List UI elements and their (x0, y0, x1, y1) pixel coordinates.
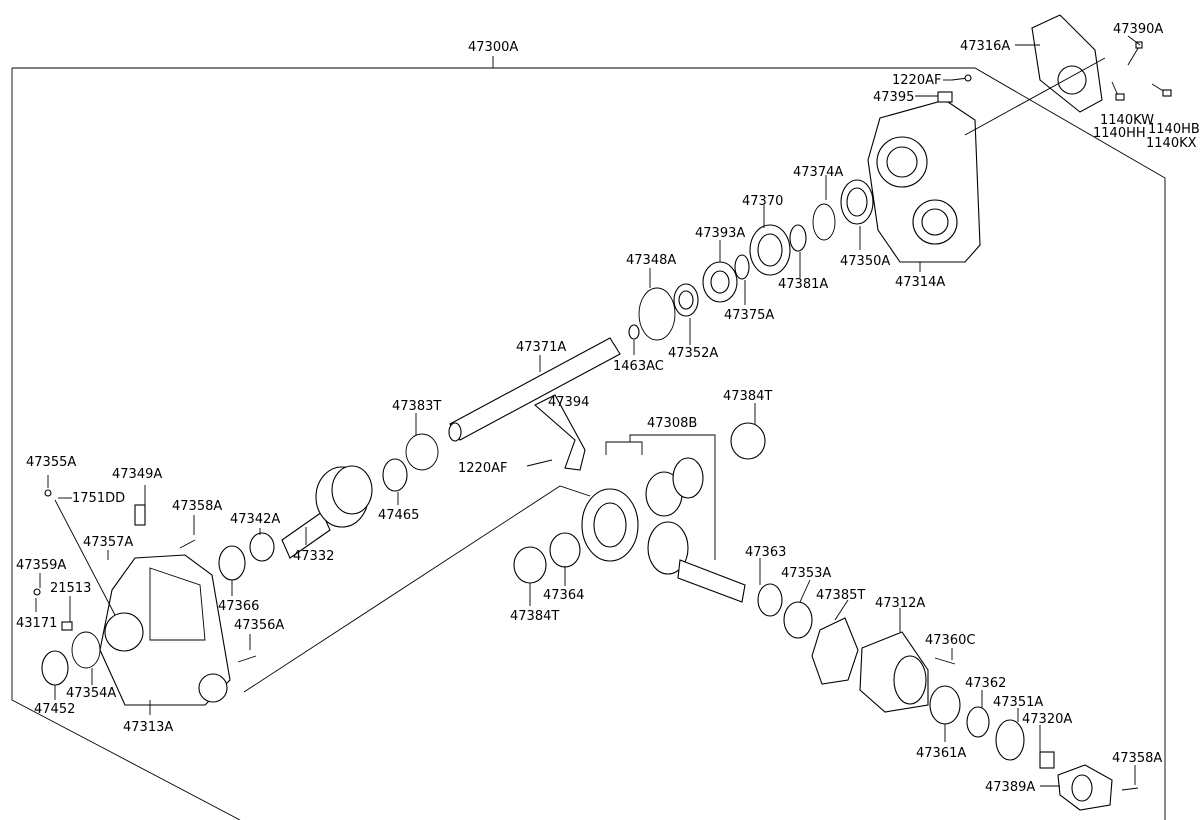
assembly-label: 47300A (468, 40, 518, 55)
part-label-47384T-bottom: 47384T (510, 609, 559, 624)
part-label-47395: 47395 (873, 90, 914, 105)
part-label-47355A: 47355A (26, 455, 76, 470)
part-label-21513: 21513 (50, 581, 91, 596)
cluster-gear (581, 457, 746, 603)
part-label-47316A: 47316A (960, 39, 1010, 54)
part-label-47452: 47452 (34, 702, 75, 717)
part-label-47332: 47332 (293, 549, 334, 564)
part-label-47356A: 47356A (234, 618, 284, 633)
part-label-47348A: 47348A (626, 253, 676, 268)
part-label-47385T: 47385T (816, 588, 865, 603)
part-label-47389A: 47389A (985, 780, 1035, 795)
part-label-47374A: 47374A (793, 165, 843, 180)
part-label-1220AF-mid: 1220AF (458, 461, 507, 476)
front-case (99, 554, 231, 706)
part-label-1140KX: 1140KX (1146, 136, 1197, 151)
part-label-47320A: 47320A (1022, 712, 1072, 727)
part-label-47352A: 47352A (668, 346, 718, 361)
part-label-47363: 47363 (745, 545, 786, 560)
part-label-1140HB: 1140HB (1148, 122, 1200, 137)
part-label-47384T-top: 47384T (723, 389, 772, 404)
companion-flange (1057, 764, 1113, 811)
part-label-1220AF-top: 1220AF (892, 73, 941, 88)
part-label-47342A: 47342A (230, 512, 280, 527)
part-label-47312A: 47312A (875, 596, 925, 611)
part-label-47308B: 47308B (647, 416, 697, 431)
leader-lines (35, 35, 1141, 787)
output-housing (859, 631, 929, 713)
part-label-47366: 47366 (218, 599, 259, 614)
part-label-47381A: 47381A (778, 277, 828, 292)
part-label-47314A: 47314A (895, 275, 945, 290)
part-label-47362: 47362 (965, 676, 1006, 691)
part-label-1140KW: 1140KW (1100, 113, 1154, 128)
part-label-47465: 47465 (378, 508, 419, 523)
part-label-47364: 47364 (543, 588, 584, 603)
part-label-47393A: 47393A (695, 226, 745, 241)
part-label-47353A: 47353A (781, 566, 831, 581)
drive-gear (281, 465, 373, 559)
part-label-47358A-left: 47358A (172, 499, 222, 514)
main-shaft (448, 324, 640, 442)
bracket (534, 394, 586, 471)
upper-rings (638, 179, 874, 341)
part-label-47350A: 47350A (840, 254, 890, 269)
part-label-43171: 43171 (16, 616, 57, 631)
rear-housing (867, 99, 981, 263)
part-label-47360C: 47360C (925, 633, 975, 648)
part-labels: 47390A 47316A 1220AF 47395 1140KW 1140HH… (16, 22, 1200, 795)
part-label-47351A: 47351A (993, 695, 1043, 710)
part-label-47359A: 47359A (16, 558, 66, 573)
rear-cover-plate (1031, 14, 1103, 113)
part-label-1140HH: 1140HH (1093, 126, 1146, 141)
part-label-47354A: 47354A (66, 686, 116, 701)
part-label-47313A: 47313A (123, 720, 173, 735)
part-label-47390A: 47390A (1113, 22, 1163, 37)
part-label-47371A: 47371A (516, 340, 566, 355)
part-label-47349A: 47349A (112, 467, 162, 482)
part-label-47375A: 47375A (724, 308, 774, 323)
part-label-47370: 47370 (742, 194, 783, 209)
bolt-icon (937, 41, 1172, 103)
part-label-47357A: 47357A (83, 535, 133, 550)
part-label-1751DD: 1751DD (72, 491, 125, 506)
part-label-1463AC: 1463AC (613, 359, 664, 374)
part-label-47394: 47394 (548, 395, 589, 410)
gasket (811, 617, 859, 685)
part-label-47358A-right: 47358A (1112, 751, 1162, 766)
assembly-boundary (11, 67, 1166, 820)
part-label-47383T: 47383T (392, 399, 441, 414)
part-label-47361A: 47361A (916, 746, 966, 761)
